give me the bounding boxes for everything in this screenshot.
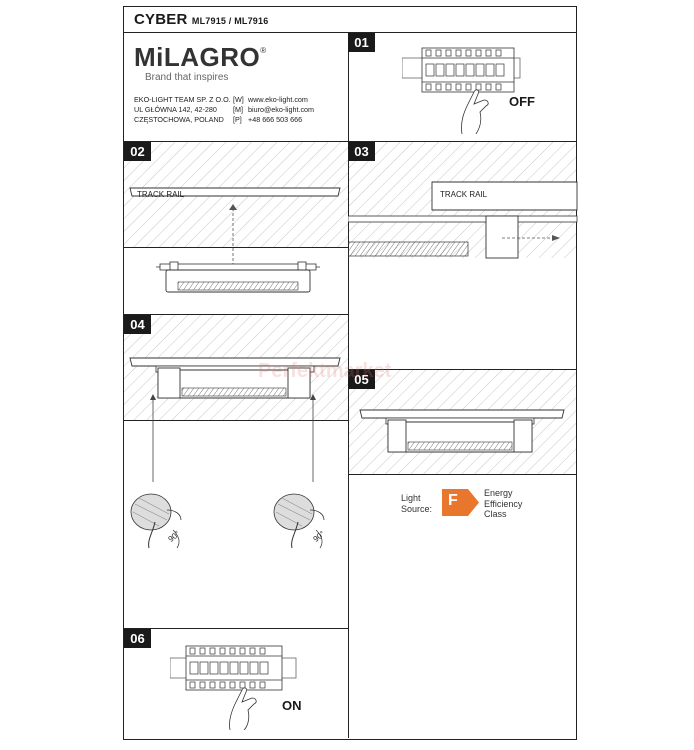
breaker-panel-on-illustration	[170, 645, 297, 730]
contact-key: [P]	[233, 115, 242, 124]
energy-class-text: Energy Efficiency Class	[484, 488, 522, 520]
rotate-arrows	[150, 394, 316, 482]
light-source-label: Light Source:	[401, 493, 432, 514]
step-03-illustration	[348, 181, 578, 259]
step-05-illustration	[359, 409, 565, 453]
step-badge-06: 06	[124, 629, 151, 648]
brand-tagline: Brand that inspires	[145, 72, 229, 83]
address-line: EKO-LIGHT TEAM SP. Z O.O.	[134, 95, 231, 104]
website-text: www.eko-light.com	[248, 95, 308, 104]
product-name: CYBER	[134, 11, 188, 28]
divider	[124, 314, 349, 315]
divider	[124, 628, 349, 629]
light-source-line: Light	[401, 493, 421, 503]
company-address: EKO-LIGHT TEAM SP. Z O.O. UL GŁÓWNA 142,…	[134, 95, 231, 125]
contact-values: www.eko-light.com biuro@eko-light.com +4…	[248, 95, 314, 125]
product-title: CYBER ML7915 / ML7916	[134, 11, 268, 28]
step-badge-03: 03	[348, 142, 375, 161]
step-02-illustration	[129, 187, 341, 293]
contact-key: [W]	[233, 95, 244, 104]
energy-class-line: Energy	[484, 488, 513, 498]
light-source-line: Source:	[401, 503, 433, 514]
divider	[348, 369, 576, 370]
energy-class-arrow-icon	[442, 489, 479, 516]
address-line: UL GŁÓWNA 142, 42-280	[134, 105, 217, 114]
divider	[124, 32, 576, 33]
energy-class-letter: F	[448, 492, 458, 509]
contact-key: [M]	[233, 105, 243, 114]
step-badge-01: 01	[348, 33, 375, 52]
email-text: biuro@eko-light.com	[248, 105, 315, 114]
breaker-panel-off-illustration	[402, 47, 521, 134]
step-badge-05: 05	[348, 370, 375, 389]
on-label: ON	[282, 698, 302, 713]
track-rail-label: TRACK RAIL	[440, 190, 488, 199]
off-label: OFF	[509, 94, 535, 109]
brand-logo: MiLAGRO®	[134, 42, 267, 73]
step-badge-04: 04	[124, 315, 151, 334]
track-rail-label: TRACK RAIL	[137, 190, 185, 199]
registered-mark: ®	[260, 46, 267, 55]
energy-class-line: Class	[484, 509, 507, 519]
divider	[124, 141, 576, 142]
model-numbers: ML7915 / ML7916	[191, 16, 269, 26]
clip-rotate-left-illustration	[130, 493, 182, 549]
address-line: CZĘSTOCHOWA, POLAND	[134, 115, 224, 124]
energy-class-line: Efficiency	[484, 498, 523, 509]
phone-text: +48 666 503 666	[248, 115, 303, 124]
step-04-illustration	[129, 357, 341, 399]
step-badge-02: 02	[124, 142, 151, 161]
clip-rotate-right-illustration	[273, 493, 325, 549]
watermark-text: Perfektmarket	[258, 360, 392, 382]
logo-text: MiLAGRO	[134, 42, 261, 72]
contact-keys: [W] [M] [P]	[233, 95, 244, 125]
